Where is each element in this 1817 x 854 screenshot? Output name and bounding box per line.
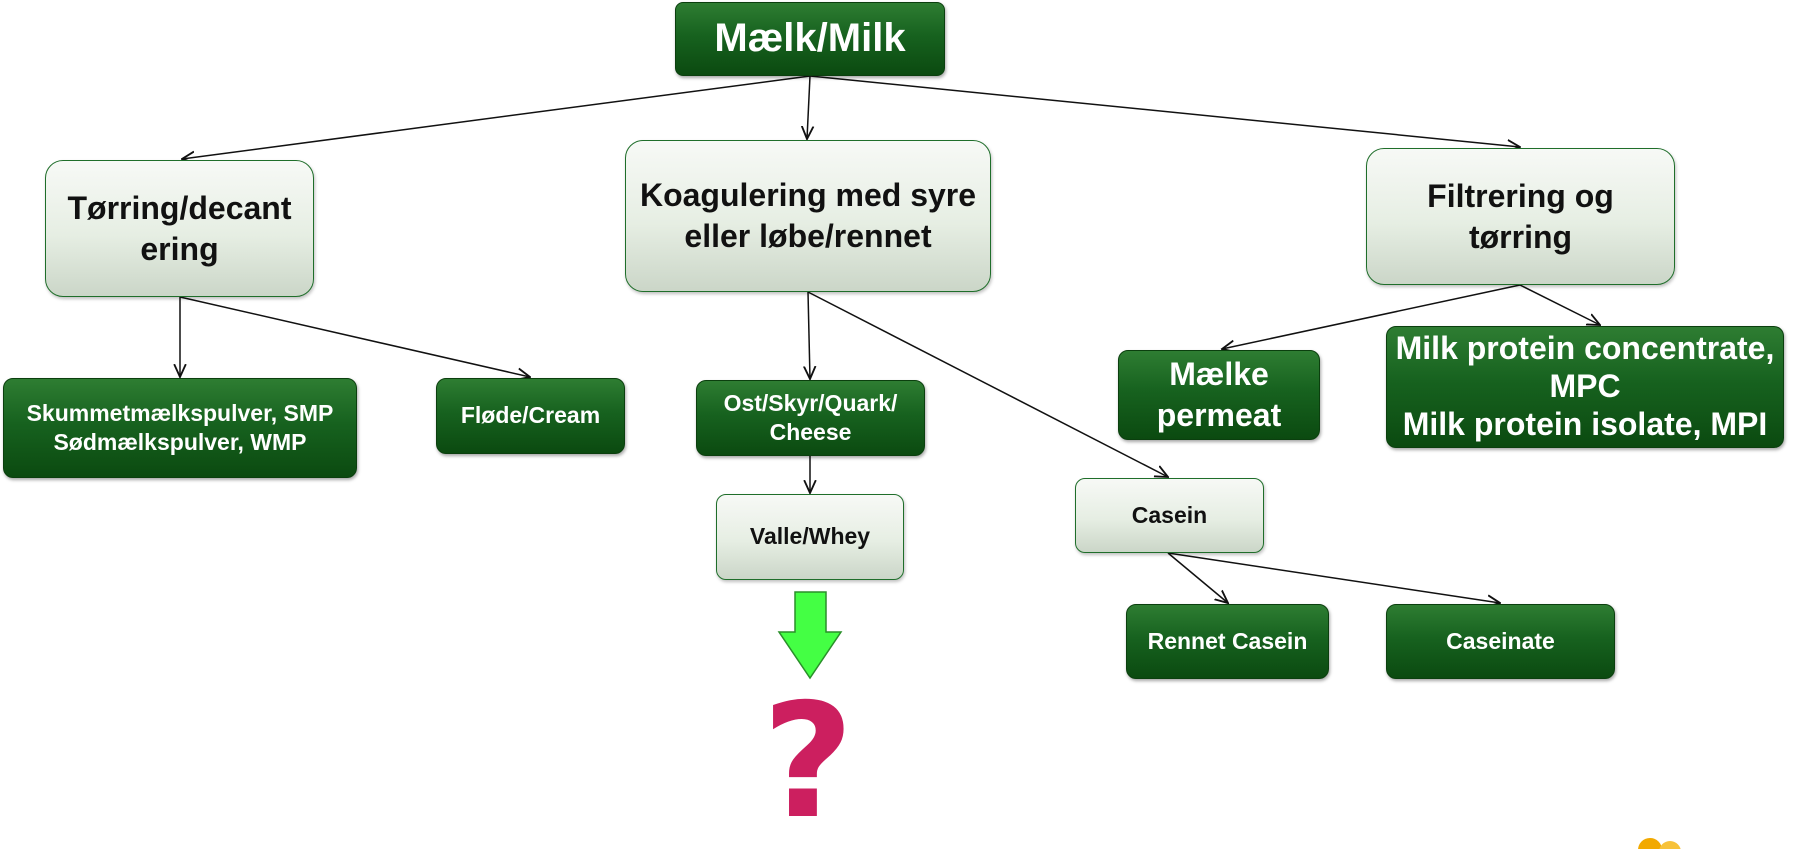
milk-permeate-node: Mælke permeat [1118, 350, 1320, 440]
edge-milk-to-coagulation [807, 75, 810, 139]
coagulation-node: Koagulering med syre eller løbe/rennet [625, 140, 991, 292]
edge-filtration-to-permeate [1222, 284, 1521, 349]
whey-down-arrow [777, 591, 843, 680]
whey-node: Valle/Whey [716, 494, 904, 580]
cheese-node: Ost/Skyr/Quark/ Cheese [696, 380, 925, 456]
edge-milk-to-filtration [809, 75, 1520, 147]
casein-node: Casein [1075, 478, 1264, 553]
edge-coagulation-to-cheese [808, 291, 810, 379]
drying-node: Tørring/decant ering [45, 160, 314, 297]
filtration-node: Filtrering og tørring [1366, 148, 1675, 285]
mpc-mpi-node: Milk protein concentrate, MPC Milk prote… [1386, 326, 1784, 448]
edge-filtration-to-mpc [1519, 284, 1600, 325]
edge-casein-to-rennet-casein [1167, 552, 1228, 603]
cream-node: Fløde/Cream [436, 378, 625, 454]
edge-casein-to-caseinate [1167, 552, 1500, 603]
edge-coagulation-to-casein [807, 291, 1168, 477]
edge-drying-to-cream [179, 296, 530, 377]
question-mark: ? [762, 670, 854, 854]
caseinate-node: Caseinate [1386, 604, 1615, 679]
logo-icon [1638, 838, 1681, 849]
milk-node: Mælk/Milk [675, 2, 945, 76]
rennet-casein-node: Rennet Casein [1126, 604, 1329, 679]
edge-milk-to-drying [182, 75, 811, 159]
smp-wmp-node: Skummetmælkspulver, SMP Sødmælkspulver, … [3, 378, 357, 478]
